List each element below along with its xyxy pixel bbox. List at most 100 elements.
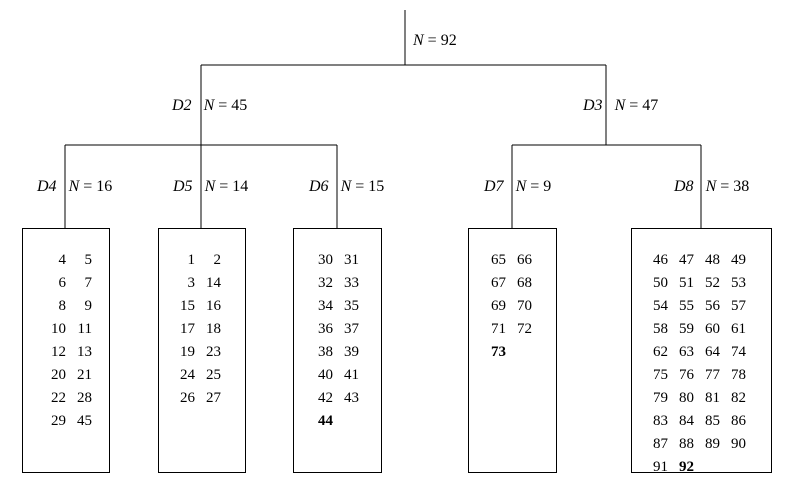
node-count: 14 [232,178,249,195]
leaf-item: 48 [705,252,720,268]
node-label-d7: D7 N = 9 [484,178,552,195]
leaf-item: 51 [679,275,694,291]
n-symbol: N [614,97,626,114]
leaf-item: 65 [491,252,506,268]
leaf-item: 16 [206,298,221,314]
leaf-item: 92 [679,459,694,475]
node-label-d5: D5 N = 14 [173,178,249,195]
leaf-item: 90 [731,436,746,452]
leaf-item: 17 [180,321,195,337]
leaf-item: 84 [679,413,694,429]
leaf-item: 59 [679,321,694,337]
leaf-item: 61 [731,321,746,337]
leaf-item: 77 [705,367,720,383]
leaf-item: 39 [344,344,359,360]
node-name: D3 [583,97,603,114]
leaf-item: 13 [77,344,92,360]
leaf-item: 41 [344,367,359,383]
leaf-item: 37 [344,321,359,337]
node-count: 15 [368,178,385,195]
leaf-item: 69 [491,298,506,314]
leaf-item: 3 [187,275,196,291]
node-count: 9 [543,178,552,195]
leaf-item: 75 [653,367,668,383]
leaf-item: 22 [51,390,66,406]
n-symbol: N [515,178,527,195]
node-count: 16 [96,178,113,195]
node-name: D6 [309,178,329,195]
leaf-item: 78 [731,367,746,383]
leaf-item: 49 [731,252,746,268]
leaf-item: 34 [318,298,333,314]
node-count: 45 [231,97,248,114]
leaf-item: 44 [318,413,333,429]
leaf-item: 86 [731,413,746,429]
root-label: N = 92 [413,32,457,50]
node-name: D7 [484,178,504,195]
leaf-item: 89 [705,436,720,452]
leaf-item: 24 [180,367,195,383]
n-symbol: N [340,178,352,195]
leaf-item: 91 [653,459,668,475]
leaf-item: 30 [318,252,333,268]
leaf-item: 32 [318,275,333,291]
node-name: D4 [37,178,57,195]
leaf-item: 5 [84,252,93,268]
leaf-item: 79 [653,390,668,406]
leaf-item: 29 [51,413,66,429]
root-count: 92 [440,32,457,49]
leaf-item: 52 [705,275,720,291]
leaf-item: 66 [517,252,532,268]
node-name: D2 [172,97,192,114]
leaf-item: 46 [653,252,668,268]
leaf-item: 54 [653,298,668,314]
node-label-d2: D2 N = 45 [172,97,248,114]
root-n-symbol: N [413,32,424,49]
n-symbol: N [705,178,717,195]
leaf-item: 47 [679,252,694,268]
root-eq: = [423,32,441,49]
leaf-item: 50 [653,275,668,291]
n-symbol: N [68,178,80,195]
leaf-item: 68 [517,275,532,291]
leaf-item: 58 [653,321,668,337]
leaf-item: 87 [653,436,668,452]
leaf-item: 43 [344,390,359,406]
leaf-item: 23 [206,344,221,360]
leaf-item: 71 [491,321,506,337]
leaf-item: 8 [58,298,67,314]
node-count: 47 [642,97,659,114]
leaf-item: 20 [51,367,66,383]
node-label-d3: D3 N = 47 [583,97,659,114]
leaf-item: 60 [705,321,720,337]
leaf-item: 33 [344,275,359,291]
leaf-item: 62 [653,344,668,360]
leaf-item: 74 [731,344,746,360]
node-label-d6: D6 N = 15 [309,178,385,195]
leaf-item: 40 [318,367,333,383]
leaf-item: 4 [58,252,67,268]
leaf-item: 25 [206,367,221,383]
n-symbol: N [203,97,215,114]
leaf-item: 18 [206,321,221,337]
leaf-item: 31 [344,252,359,268]
n-symbol: N [204,178,216,195]
leaf-item: 11 [77,321,92,337]
leaf-item: 6 [58,275,67,291]
node-count: 38 [733,178,750,195]
leaf-item: 27 [206,390,221,406]
leaf-item: 56 [705,298,720,314]
leaf-item: 42 [318,390,333,406]
leaf-item: 10 [51,321,66,337]
node-label-d4: D4 N = 16 [37,178,113,195]
leaf-item: 7 [84,275,93,291]
leaf-item: 72 [517,321,532,337]
leaf-item: 67 [491,275,506,291]
